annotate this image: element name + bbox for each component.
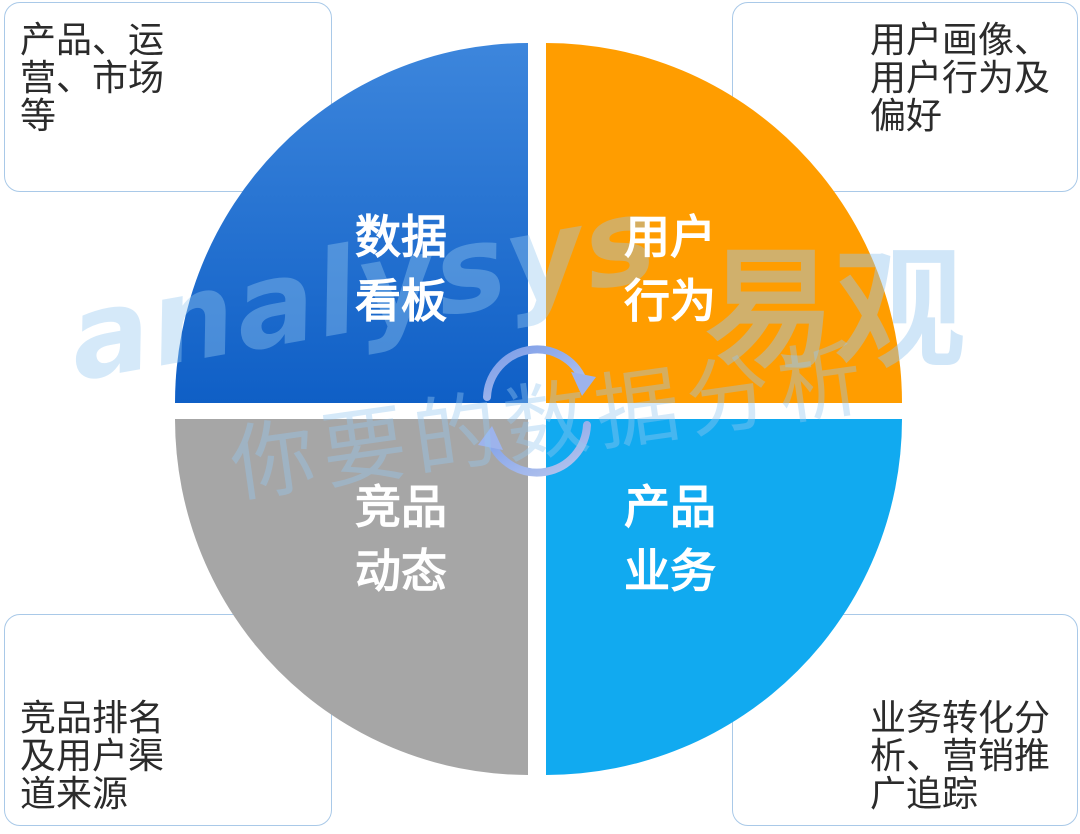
quadrant-label-bottom-right: 产品 业务 — [624, 480, 716, 598]
quadrant-top-right — [546, 43, 902, 403]
callout-text-bottom-right: 业务转化分 析、营销推 广追踪 — [870, 698, 1051, 815]
cycle-arrows-icon — [478, 345, 596, 477]
quadrant-label-bottom-left: 竞品 动态 — [355, 480, 447, 598]
callout-text-top-right: 用户画像、 用户行为及 偏好 — [870, 20, 1051, 137]
quadrant-label-top-left: 数据 看板 — [355, 210, 447, 328]
quadrant-bottom-right — [546, 419, 902, 775]
quadrant-bottom-left — [175, 419, 528, 775]
callout-text-top-left: 产品、运 营、市场 等 — [20, 20, 165, 137]
quadrant-top-left — [175, 43, 528, 403]
watermark-brand-cn: 易观 — [705, 234, 966, 386]
callout-text-bottom-left: 竞品排名 及用户渠 道来源 — [20, 698, 165, 815]
quadrant-label-top-right: 用户 行为 — [624, 210, 716, 328]
